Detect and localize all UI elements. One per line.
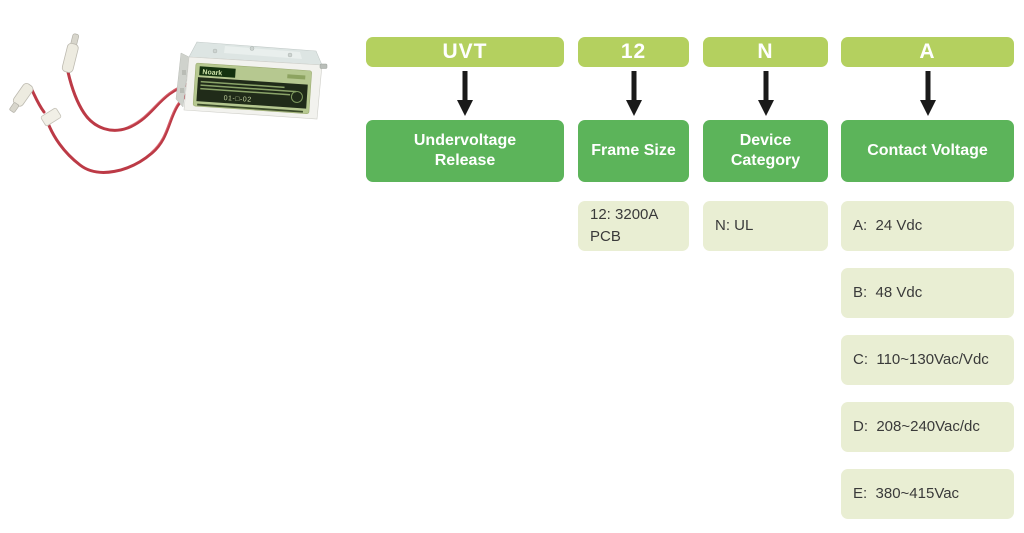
arrow-undervoltage-release [366,67,564,120]
code-box-a: A [841,37,1014,67]
option-frame-size-12: 12: 3200A PCB [578,201,689,251]
red-wire [29,70,194,174]
device-label: Noark 01-□-02 [192,62,312,114]
options-device-category: N: UL [703,201,828,251]
code-box-12: 12 [578,37,689,67]
option-contact-voltage-e: E: 380~415Vac [841,469,1014,519]
options-frame-size: 12: 3200A PCB [578,201,689,251]
option-contact-voltage-b: B: 48 Vdc [841,268,1014,318]
code-box-uvt: UVT [366,37,564,67]
cert-mark-icon [290,90,303,103]
options-contact-voltage: A: 24 Vdc B: 48 Vdc C: 110~130Vac/Vdc D:… [841,201,1014,519]
option-device-category-n: N: UL [703,201,828,251]
side-pin [319,63,328,69]
option-contact-voltage-a: A: 24 Vdc [841,201,1014,251]
wire-sleeve-connector [40,107,62,127]
wire-terminal-lower [9,83,34,113]
label-box-undervoltage-release: Undervoltage Release [366,120,564,182]
label-code-text: 01-□-02 [223,95,251,104]
code-box-n: N [703,37,828,67]
down-arrow-icon [457,70,473,116]
label-box-device-category: Device Category [703,120,828,182]
product-photo: Noark 01-□-02 [9,33,328,174]
down-arrow-icon [757,70,774,116]
noark-logo: Noark [202,69,222,77]
arrow-contact-voltage [841,67,1014,120]
column-frame-size: 12 Frame Size 12: 3200A PCB [578,37,689,251]
screw-icon [287,52,293,58]
down-arrow-icon [625,70,642,116]
column-device-category: N Device Category N: UL [703,37,828,251]
label-box-contact-voltage: Contact Voltage [841,120,1014,182]
screw-icon [212,48,218,54]
arrow-frame-size [578,67,689,120]
screw-icon [249,46,255,51]
label-box-frame-size: Frame Size [578,120,689,182]
arrow-device-category [703,67,828,120]
column-contact-voltage: A Contact Voltage A: 24 Vdc B: 48 Vdc C:… [841,37,1014,519]
column-undervoltage-release: UVT Undervoltage Release [366,37,564,182]
wire-terminal-upper [61,33,80,73]
option-contact-voltage-c: C: 110~130Vac/Vdc [841,335,1014,385]
down-arrow-icon [919,70,936,116]
option-contact-voltage-d: D: 208~240Vac/dc [841,402,1014,452]
noark-logo-badge [199,66,236,78]
